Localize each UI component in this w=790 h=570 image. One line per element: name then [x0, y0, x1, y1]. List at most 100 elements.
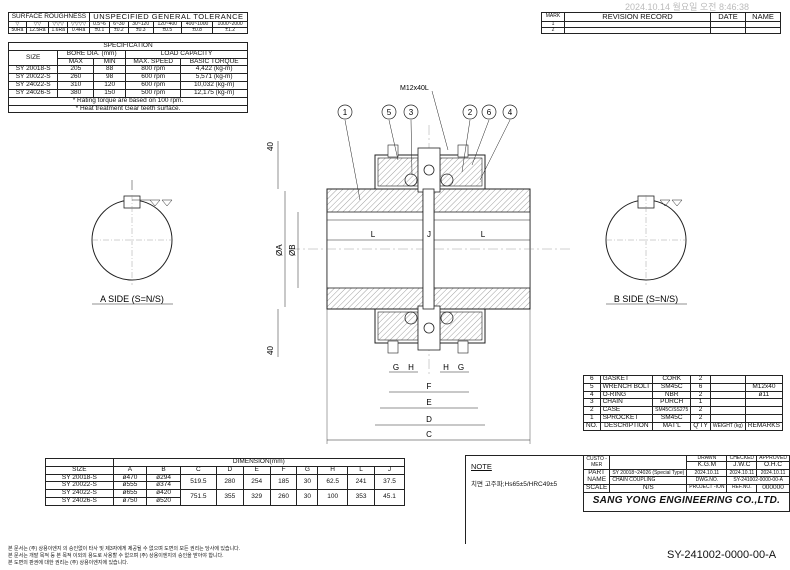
date-drawn: 2024.10.11	[686, 469, 728, 478]
part-name-label: PART NAME	[582, 469, 611, 485]
tolerance-range: 1000~2000	[212, 20, 248, 29]
dim-e: 329	[242, 489, 271, 506]
dwg-label: DWG.NO.	[686, 476, 728, 485]
dim-40-top: 40	[266, 142, 275, 151]
ref-label: REF.NO.	[726, 483, 758, 493]
a-side-view	[91, 180, 173, 285]
footer-line-3: 본 도면의 판권에 대한 권리는 (주) 상용이엔지에 있습니다.	[8, 560, 129, 566]
part-no: 5	[583, 382, 601, 392]
dim-l: 241	[347, 473, 375, 491]
dim-header: H	[317, 465, 349, 475]
tolerance-value: ±1.2	[212, 27, 248, 35]
timestamp-watermark: 2024.10.14 월요일 오전 8:46:38	[625, 2, 749, 12]
dim-h: H	[443, 363, 449, 372]
phi-a-label: ØA	[275, 244, 284, 256]
phi-b-label: ØB	[288, 244, 297, 256]
roughness-value: 1.6Ra	[48, 27, 69, 35]
part-mat: PURCH	[652, 398, 692, 408]
dim-j: 37.5	[373, 473, 406, 491]
dim-l-left: L	[371, 230, 376, 239]
part-remark	[744, 398, 784, 408]
a-side-label: A SIDE (S=N/S)	[100, 294, 164, 304]
dim-header: J	[373, 465, 406, 475]
dim-e: E	[426, 398, 431, 407]
tolerance-value: ±0.8	[180, 27, 214, 35]
coupling-section	[290, 125, 570, 375]
parts-header: WEIGHT (kg)	[709, 421, 746, 431]
dim-a: ø750	[112, 497, 148, 506]
part-name-1: SY 20018~24026 (Special Type)	[609, 469, 688, 478]
specification-table: SPECIFICATION SIZE BORE DIA. (mm) LOAD C…	[7, 42, 248, 114]
dim-f: 185	[269, 473, 298, 491]
footer-line-2: 본 문서는 개발 목적 등 본 목적 이외의 용도로 사용할 수 없으며 (주)…	[8, 553, 224, 559]
dim-c: 751.5	[179, 489, 217, 506]
dim-f: 260	[269, 489, 298, 506]
note-title: NOTE	[471, 462, 492, 471]
spec-note: * Heat treatment Gear teeth surface.	[8, 104, 248, 114]
approved-label: APPROVED	[756, 454, 790, 463]
drawn-by: K.G.M	[686, 461, 728, 471]
drawn-label: DRAWN	[686, 454, 728, 463]
parts-header: MAT'L	[652, 421, 692, 431]
footer-line-1: 본 문서는 (주) 상용이엔지 의 승인없이 타사 및 제3자에게 제공될 수 …	[8, 546, 241, 552]
tolerance-value: ±0.1	[88, 27, 111, 35]
drawing-number-footer: SY-241002-0000-00-A	[667, 549, 777, 561]
customer-label: CUSTO -MER	[582, 454, 611, 471]
parts-header: REMARKS	[744, 421, 784, 431]
checked-by: J.W.C	[726, 461, 758, 471]
parts-header: DESCRIPTION	[599, 421, 654, 431]
part-mat: SM45C	[652, 382, 692, 392]
dim-c: 519.5	[179, 473, 217, 491]
note-text: 치면 고주파;Hs65±5/HRC49±5	[471, 481, 558, 488]
roughness-symbol: ▽▽▽	[48, 20, 69, 29]
dim-size: SY 24026-S	[45, 497, 114, 506]
dim-header: C	[179, 465, 217, 475]
dim-40-bottom: 40	[266, 346, 275, 355]
dim-h: H	[408, 363, 414, 372]
part-desc: WRENCH BOLT	[599, 382, 654, 392]
dim-b: ø520	[146, 497, 181, 506]
dim-d: 355	[215, 489, 244, 506]
tolerance-range: 0.5~6	[88, 20, 111, 29]
parts-header: NO.	[583, 421, 601, 431]
dwg-number: SY-241002-0000-00-A	[726, 476, 790, 485]
part-qty: 6	[690, 382, 711, 392]
dim-e: 254	[242, 473, 271, 491]
bolt-label: M12x40L	[400, 85, 429, 92]
parts-header: Q'TY	[690, 421, 711, 431]
part-remark	[744, 406, 784, 416]
dim-c: C	[426, 430, 432, 439]
title-block: CUSTO -MER DRAWN CHECKED APPROVED K.G.M …	[582, 454, 790, 512]
dim-g: 30	[296, 473, 319, 491]
dim-header: L	[347, 465, 375, 475]
scale-label: SCALE	[582, 483, 611, 493]
dim-j: 45.1	[373, 489, 406, 506]
part-remark: ø11	[744, 390, 784, 400]
dim-l: 353	[347, 489, 375, 506]
dim-h: 100	[317, 489, 349, 506]
dim-j: J	[427, 230, 431, 239]
projection-label: PROJECT -ION	[686, 483, 728, 493]
company-name: SANG YONG ENGINEERING CO.,LTD.	[583, 491, 790, 512]
part-remark: M12x40	[744, 382, 784, 392]
dim-l-right: L	[481, 230, 486, 239]
dim-d: D	[426, 415, 432, 424]
scale-value: N/S	[609, 483, 688, 493]
dim-header: E	[242, 465, 271, 475]
b-side-label: B SIDE (S=N/S)	[614, 294, 678, 304]
balloon: 5	[387, 108, 392, 117]
date-checked: 2024.10.11	[726, 469, 758, 478]
tolerance-range: 400~1000	[180, 20, 214, 29]
dim-g: G	[458, 363, 464, 372]
dim-header: D	[215, 465, 244, 475]
dim-header: G	[296, 465, 319, 475]
balloon: 3	[409, 108, 414, 117]
balloon: 2	[468, 108, 473, 117]
dim-header: SIZE	[45, 465, 114, 475]
dim-h: 62.5	[317, 473, 349, 491]
note-box	[465, 455, 584, 544]
revision-table: MARK REVISION RECORD DATE NAME 1 2	[541, 12, 781, 35]
dimension-table: DIMENSION(mm) SIZE A B C D E F G H L J S…	[45, 458, 406, 506]
